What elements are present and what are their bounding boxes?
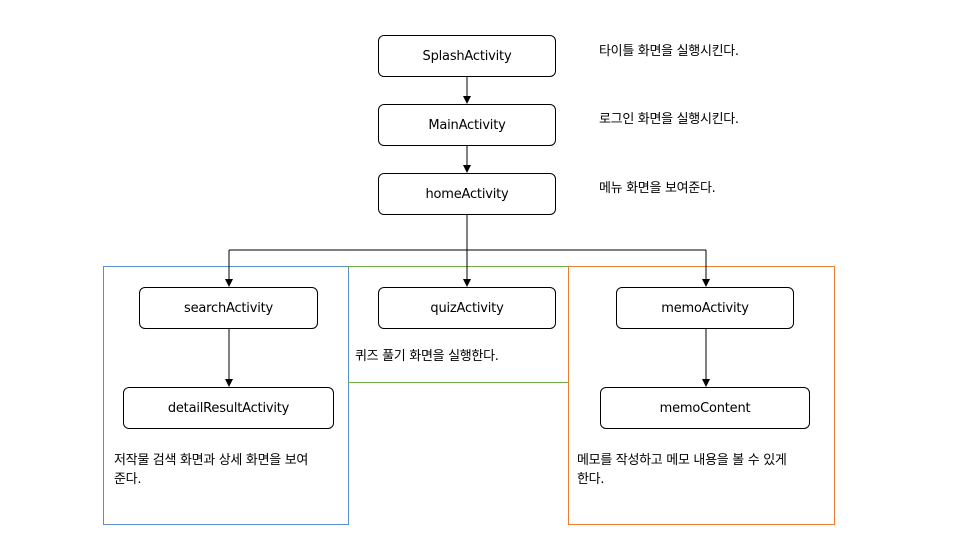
memo-activity-node: memoActivity bbox=[616, 287, 794, 329]
home-activity-node: homeActivity bbox=[378, 173, 556, 215]
main-activity-node: MainActivity bbox=[378, 104, 556, 146]
main-note: 로그인 화면을 실행시킨다. bbox=[599, 112, 739, 127]
quiz-activity-node: quizActivity bbox=[378, 287, 556, 329]
splash-activity-node: SplashActivity bbox=[378, 35, 556, 77]
search-note: 저작물 검색 화면과 상세 화면을 보여 준다. bbox=[114, 451, 308, 489]
search-note-line1: 저작물 검색 화면과 상세 화면을 보여 bbox=[114, 453, 309, 468]
memo-group-frame bbox=[568, 266, 835, 525]
memo-note-line1: 메모를 작성하고 메모 내용을 볼 수 있게 bbox=[577, 453, 787, 468]
memo-note-line2: 한다. bbox=[577, 472, 605, 487]
detail-result-activity-node: detailResultActivity bbox=[123, 387, 334, 429]
search-note-line2: 준다. bbox=[114, 472, 142, 487]
memo-note: 메모를 작성하고 메모 내용을 볼 수 있게 한다. bbox=[577, 451, 787, 489]
memo-content-node: memoContent bbox=[600, 387, 810, 429]
home-note: 메뉴 화면을 보여준다. bbox=[599, 181, 716, 196]
splash-note: 타이틀 화면을 실행시킨다. bbox=[599, 44, 739, 59]
quiz-group-frame bbox=[348, 266, 569, 383]
quiz-note: 퀴즈 풀기 화면을 실행한다. bbox=[355, 349, 499, 364]
search-group-frame bbox=[103, 266, 349, 525]
search-activity-node: searchActivity bbox=[139, 287, 318, 329]
